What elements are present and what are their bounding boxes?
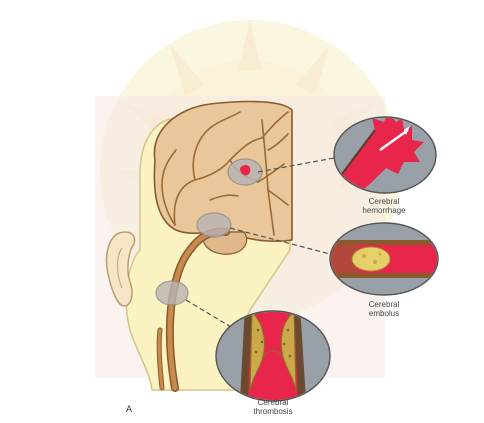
embolus-label-line1: Cerebral	[344, 300, 424, 309]
hemorrhage-label: Cerebral hemorrhage	[344, 197, 424, 215]
embolus-bubble	[328, 223, 440, 295]
embolus-site	[197, 213, 231, 237]
embolus-label: Cerebral embolus	[344, 300, 424, 318]
thrombosis-label-line2: thrombosis	[233, 407, 313, 416]
thrombosis-site	[156, 281, 188, 305]
embolus-label-line2: embolus	[344, 309, 424, 318]
panel-letter: A	[126, 404, 132, 414]
thrombosis-label-line1: Cerebral	[233, 398, 313, 407]
hemorrhage-label-line2: hemorrhage	[344, 206, 424, 215]
thrombosis-label: Cerebral thrombosis	[233, 398, 313, 416]
hemorrhage-label-line1: Cerebral	[344, 197, 424, 206]
